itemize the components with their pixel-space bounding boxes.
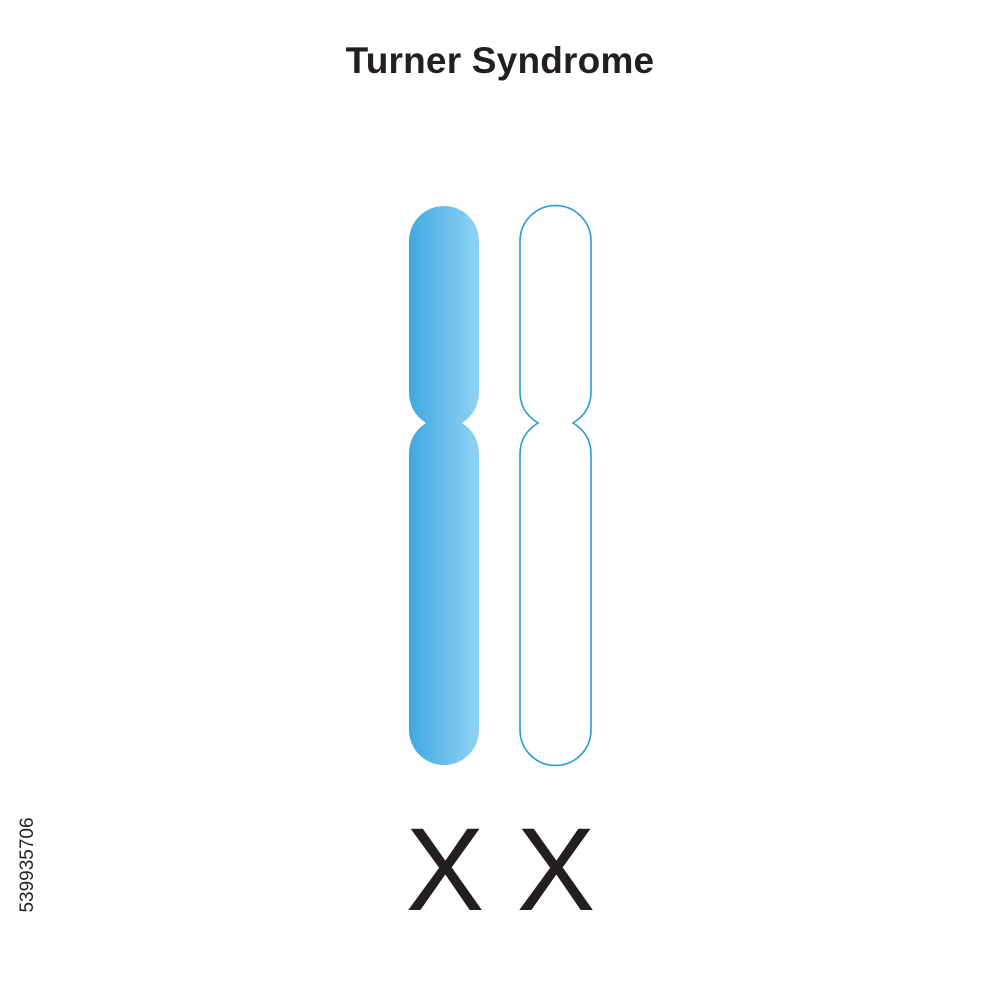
stock-id-watermark: 539935706 [17, 817, 38, 913]
filled-x-chromosome [409, 206, 479, 765]
page-title: Turner Syndrome [345, 40, 655, 81]
chromosome-label-right: X [516, 804, 596, 936]
outline-x-chromosome [519, 204, 592, 767]
chromosome-label-left: X [405, 804, 485, 936]
